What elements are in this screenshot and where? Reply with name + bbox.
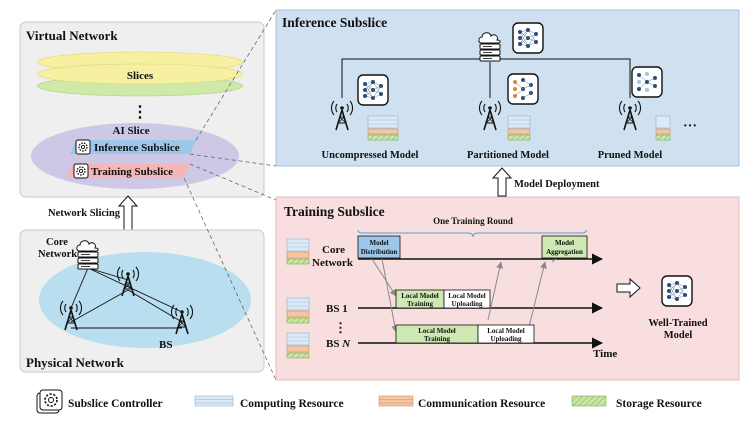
virtual-network-title: Virtual Network: [26, 28, 118, 43]
upload-arrow-bs1: [487, 261, 504, 321]
well-trained-line2: Model: [664, 330, 693, 341]
model-aggregation-box: [541, 235, 588, 259]
server-model-icon: [512, 22, 544, 54]
core-label-line2: Network: [312, 257, 354, 269]
inference-subslice-bar: [70, 140, 196, 154]
partitioned-model-label: Partitioned Model: [467, 150, 549, 161]
bs-vertical-dots: ⋮: [334, 320, 347, 335]
bs1-local-upload-line2: Uploading: [451, 300, 483, 308]
bsn-local-upload-line2: Uploading: [490, 335, 522, 343]
projection-line-inference-bottom: [189, 153, 277, 167]
projection-line-training-bottom: [183, 177, 277, 381]
legend-controller-label: Subslice Controller: [68, 398, 163, 410]
model-aggregation-line1: Model: [555, 239, 574, 247]
agg-arrow: [551, 258, 557, 263]
bs1-local-training-line2: Training: [407, 300, 433, 308]
physical-network-title: Physical Network: [26, 355, 125, 370]
projection-line-training-top: [189, 163, 277, 201]
link-server-pruned: [500, 58, 631, 98]
pruned-resources: [655, 115, 671, 141]
legend-storage-label: Storage Resource: [616, 398, 702, 410]
core-network-line2: Network: [38, 249, 77, 260]
model-aggregation-line2: Aggregation: [546, 248, 583, 256]
link-top-left: [70, 289, 129, 323]
bsn-local-upload-box: [477, 324, 535, 344]
core-network-line1: Core: [46, 237, 68, 248]
legend-communication-label: Communication Resource: [418, 398, 545, 410]
bsn-local-training-line2: Training: [424, 335, 450, 343]
inference-subslice-left-label: Inference Subslice: [94, 142, 180, 154]
inference-subslice-title: Inference Subslice: [282, 15, 387, 30]
slice-layer-yellow-mid: [36, 63, 244, 85]
pruned-model-label: Pruned Model: [598, 150, 663, 161]
legend-communication-swatch: [378, 395, 414, 407]
model-deployment-arrow: [491, 167, 513, 197]
bsn-local-upload-line1: Local Model: [487, 327, 525, 335]
bsn-label: BS N: [326, 338, 351, 350]
output-arrow: [616, 277, 641, 299]
pruned-model-icon: [631, 66, 663, 98]
model-deployment-label: Model Deployment: [514, 179, 600, 190]
bs1-local-upload-line1: Local Model: [448, 292, 486, 300]
training-subslice-title: Training Subslice: [284, 204, 385, 219]
training-round-label: One Training Round: [433, 216, 513, 226]
legend: Subslice Controller Computing Resource C…: [36, 389, 702, 414]
training-subslice-left-label: Training Subslice: [91, 166, 173, 178]
link-server-uncompressed: [341, 58, 480, 98]
bs1-label: BS 1: [326, 303, 348, 315]
uncompressed-model-label: Uncompressed Model: [322, 150, 419, 161]
uncompressed-resources: [367, 115, 399, 141]
partitioned-model-icon: [507, 73, 539, 105]
model-distribution-box: [357, 235, 401, 259]
core-network-server-icon: [76, 240, 99, 270]
inference-server-icon: [478, 32, 501, 62]
legend-computing-label: Computing Resource: [240, 398, 344, 410]
inference-controller-gear-icon: [75, 139, 91, 155]
bsn-local-training-line1: Local Model: [418, 327, 456, 335]
dist-arrow-bsn: [381, 258, 399, 333]
bs-label: BS: [159, 339, 172, 351]
core-label-line1: Core: [322, 244, 345, 256]
link-core-bs-right: [87, 267, 183, 313]
time-label: Time: [593, 348, 617, 360]
ai-slice-label: AI Slice: [113, 125, 150, 137]
partitioned-resources: [507, 115, 531, 141]
model-distribution-line1: Model: [369, 239, 388, 247]
well-trained-line1: Well-Trained: [648, 318, 707, 329]
model-distribution-line2: Distribution: [361, 248, 398, 256]
slices-ellipsis: ⋮: [132, 104, 148, 121]
legend-computing-swatch: [194, 395, 234, 407]
training-controller-gear-icon: [73, 163, 89, 179]
training-round-bracket: [357, 229, 588, 238]
projection-line-inference-top: [195, 9, 277, 141]
uncompressed-model-icon: [357, 74, 389, 106]
well-trained-model-icon: [661, 275, 693, 307]
slices-label: Slices: [127, 70, 154, 82]
link-core-bs-left: [70, 267, 89, 309]
pruned-more-dots: ···: [683, 119, 697, 134]
dist-arrow-bs1: [371, 258, 397, 297]
network-slicing-label: Network Slicing: [48, 208, 121, 219]
legend-controller-gear-icon: [36, 389, 63, 414]
legend-storage-swatch: [571, 395, 607, 407]
bs1-local-training-line1: Local Model: [401, 292, 439, 300]
bs1-local-upload-box: [443, 289, 491, 309]
link-core-bs-top: [87, 267, 129, 281]
network-slicing-arrow: [117, 195, 139, 233]
training-subslice-bar: [66, 164, 190, 178]
